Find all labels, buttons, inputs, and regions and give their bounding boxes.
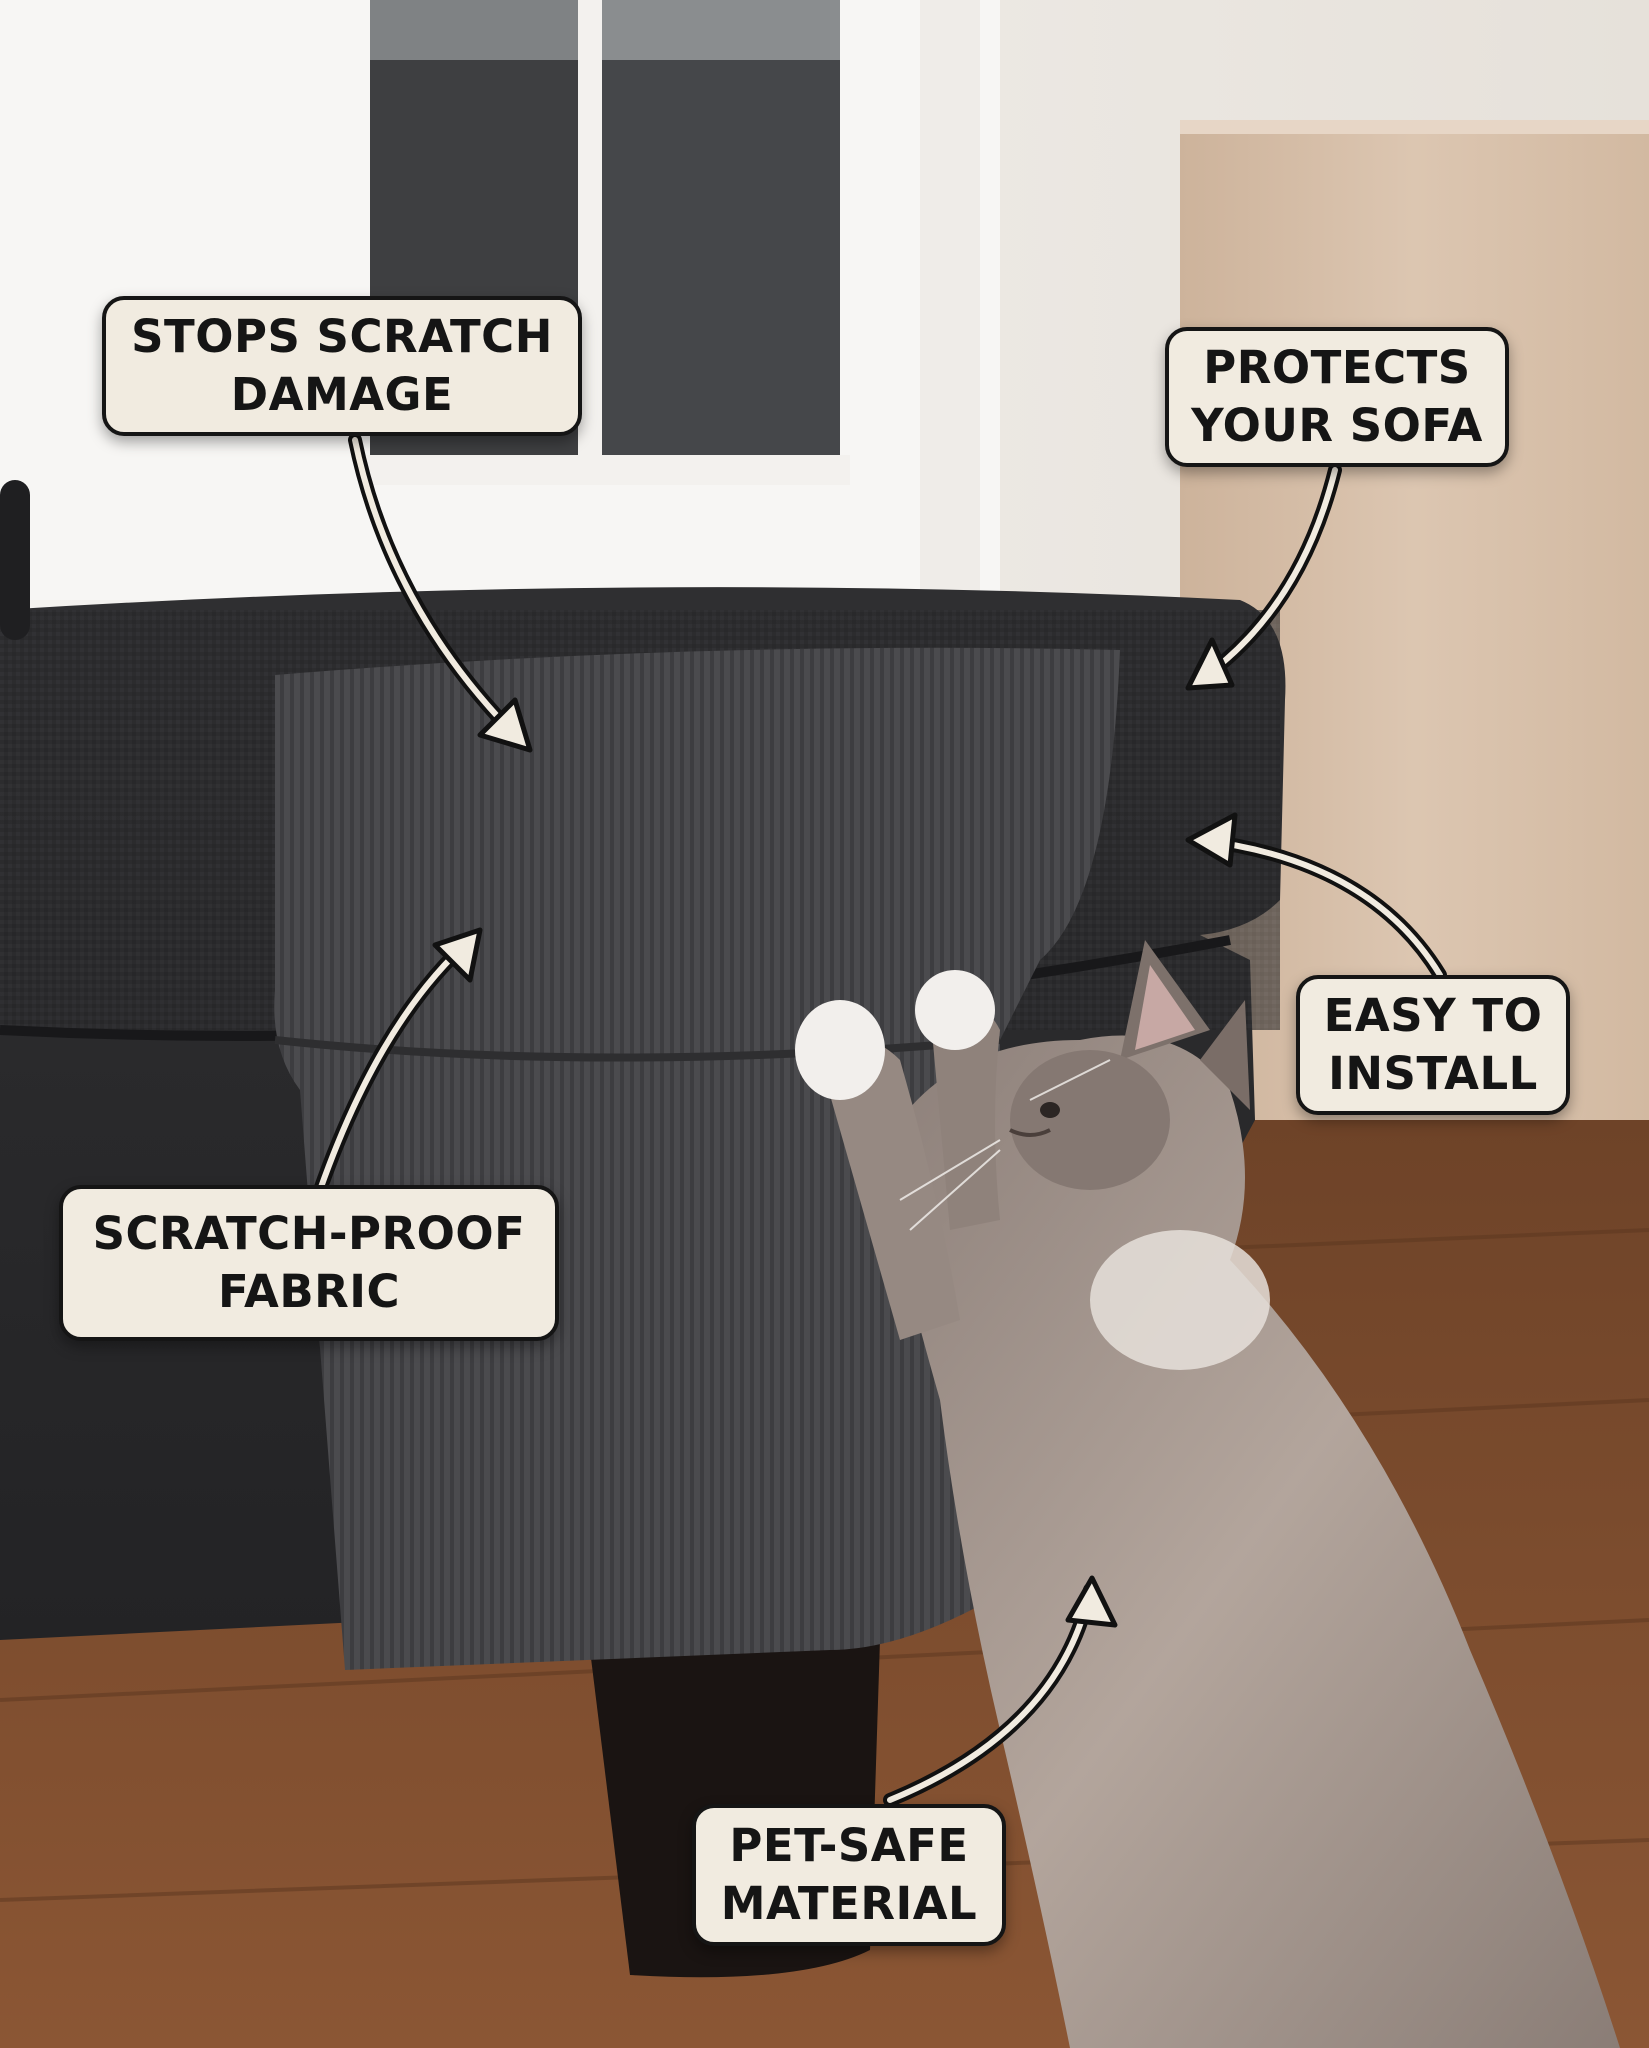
callout-text-line: EASY TO <box>1323 989 1543 1042</box>
callout-text-line: PET-SAFE <box>729 1819 969 1872</box>
callout-text-line: PROTECTS <box>1203 341 1471 394</box>
callout-stops-scratch-damage: STOPS SCRATCH DAMAGE <box>102 296 582 436</box>
callout-protects-your-sofa: PROTECTS YOUR SOFA <box>1165 327 1509 467</box>
callout-text-line: YOUR SOFA <box>1191 399 1483 452</box>
callout-text-line: MATERIAL <box>720 1877 978 1930</box>
callout-easy-to-install: EASY TO INSTALL <box>1296 975 1570 1115</box>
callout-pet-safe-material: PET-SAFE MATERIAL <box>692 1804 1006 1946</box>
callout-text-line: INSTALL <box>1328 1047 1538 1100</box>
callout-text-line: SCRATCH-PROOF <box>92 1207 526 1260</box>
callout-scratch-proof-fabric: SCRATCH-PROOF FABRIC <box>59 1185 559 1341</box>
callout-text-line: STOPS SCRATCH <box>131 310 553 363</box>
callout-text-line: DAMAGE <box>230 368 454 421</box>
callout-text-line: FABRIC <box>217 1265 401 1318</box>
